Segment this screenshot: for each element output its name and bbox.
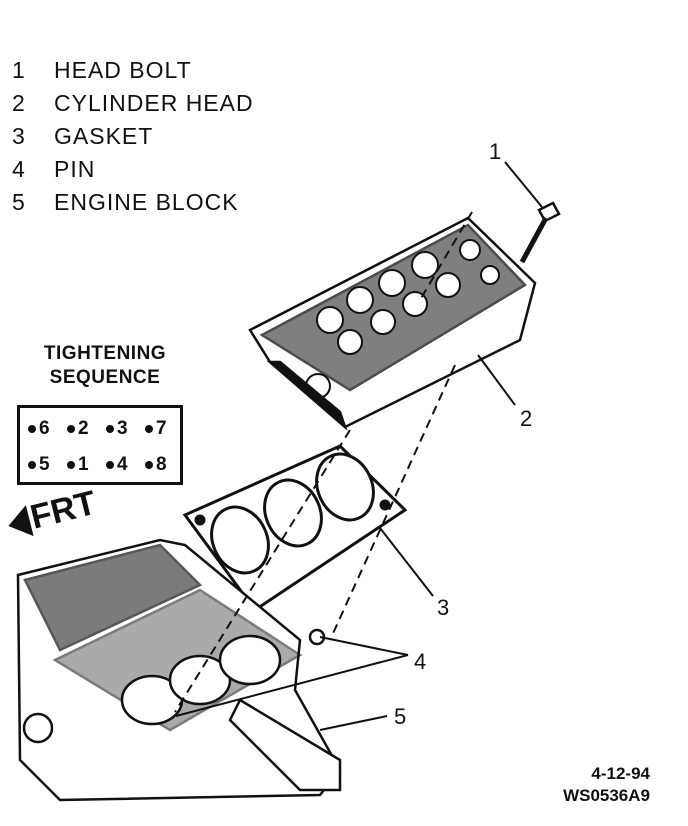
parts-legend: 1 HEAD BOLT 2 CYLINDER HEAD 3 GASKET 4 PIN 5… [12, 54, 254, 219]
callout-gasket: 3 [437, 595, 450, 620]
sequence-number: 2 [78, 418, 89, 439]
bolt-dot-icon [67, 460, 75, 469]
sequence-bolt: 7 [145, 416, 183, 442]
bolt-dot-icon [106, 460, 114, 469]
legend-label: PIN [54, 156, 96, 182]
callout-leaders [175, 161, 543, 731]
legend-number: 5 [12, 189, 26, 215]
legend-item: 4 PIN [12, 153, 254, 186]
sequence-number: 4 [117, 454, 128, 475]
callout-engine-block: 5 [394, 704, 407, 729]
tightening-title-line1: TIGHTENING [43, 343, 167, 364]
sequence-bolt: 4 [106, 452, 144, 478]
sequence-number: 8 [156, 454, 167, 475]
sequence-number: 5 [39, 454, 50, 475]
bolt-dot-icon [28, 460, 36, 469]
sequence-number: 7 [156, 418, 167, 439]
legend-number: 4 [12, 156, 26, 182]
bolt-dot-icon [106, 424, 114, 433]
sequence-number: 6 [39, 418, 50, 439]
legend-label: ENGINE BLOCK [54, 189, 239, 215]
callout-cylinder-head: 2 [520, 406, 533, 431]
bolt-dot-icon [67, 424, 75, 433]
legend-item: 2 CYLINDER HEAD [12, 87, 254, 120]
sequence-bolt: 5 [28, 452, 66, 478]
callout-head-bolt: 1 [489, 139, 502, 164]
figure-code: WS0536A9 [563, 786, 650, 805]
legend-item: 5 ENGINE BLOCK [12, 186, 254, 219]
sequence-number: 1 [78, 454, 89, 475]
legend-item: 3 GASKET [12, 120, 254, 153]
sequence-bolt: 1 [67, 452, 105, 478]
bolt-dot-icon [145, 460, 153, 469]
figure-date: 4-12-94 [591, 764, 650, 783]
bolt-dot-icon [28, 424, 36, 433]
legend-item: 1 HEAD BOLT [12, 54, 254, 87]
tightening-sequence-title: TIGHTENING SEQUENCE [20, 342, 190, 390]
tightening-sequence-box: 6 2 3 7 5 1 4 8 [17, 405, 183, 485]
sequence-bolt: 6 [28, 416, 66, 442]
cylinder-head [248, 216, 537, 431]
tightening-title-line2: SEQUENCE [49, 367, 161, 388]
legend-label: HEAD BOLT [54, 57, 192, 83]
sequence-bolt: 8 [145, 452, 183, 478]
alignment-lines [174, 211, 473, 713]
bolt-dot-icon [145, 424, 153, 433]
callout-pin: 4 [414, 649, 427, 674]
head-gasket [182, 444, 408, 613]
sequence-number: 3 [117, 418, 128, 439]
legend-number: 2 [12, 90, 26, 116]
legend-label: GASKET [54, 123, 154, 149]
head-bolt [519, 201, 561, 264]
sequence-bolt: 3 [106, 416, 144, 442]
legend-label: CYLINDER HEAD [54, 90, 254, 116]
legend-number: 1 [12, 57, 26, 83]
sequence-bolt: 2 [67, 416, 105, 442]
legend-number: 3 [12, 123, 26, 149]
